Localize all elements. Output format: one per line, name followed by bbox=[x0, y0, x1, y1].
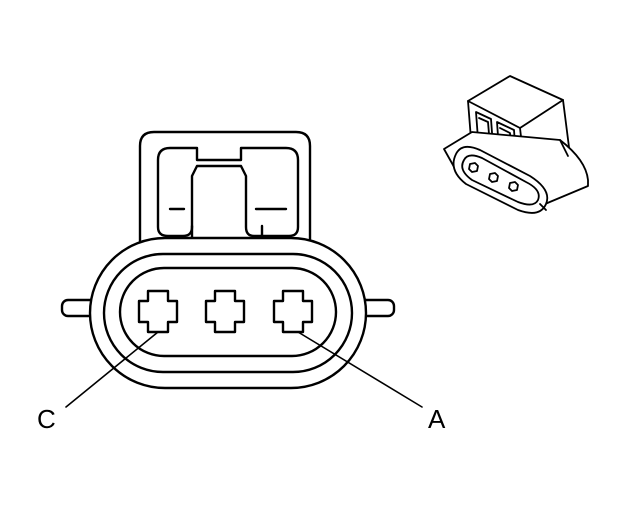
leader-line-c bbox=[65, 331, 159, 408]
label-terminal-a: A bbox=[428, 404, 446, 434]
main-connector-face bbox=[60, 130, 396, 390]
outer-housing bbox=[88, 236, 368, 390]
leader-line-a bbox=[297, 331, 423, 408]
terminal-cavity-a bbox=[272, 289, 314, 334]
seal-ring bbox=[102, 252, 354, 374]
terminal-cavity-frame bbox=[118, 266, 338, 358]
terminal-cavity-c bbox=[137, 289, 179, 334]
label-terminal-c: C bbox=[37, 404, 56, 434]
terminal-cavity-b bbox=[204, 289, 246, 334]
locking-tab bbox=[138, 130, 312, 246]
connector-iso-view bbox=[443, 75, 589, 214]
